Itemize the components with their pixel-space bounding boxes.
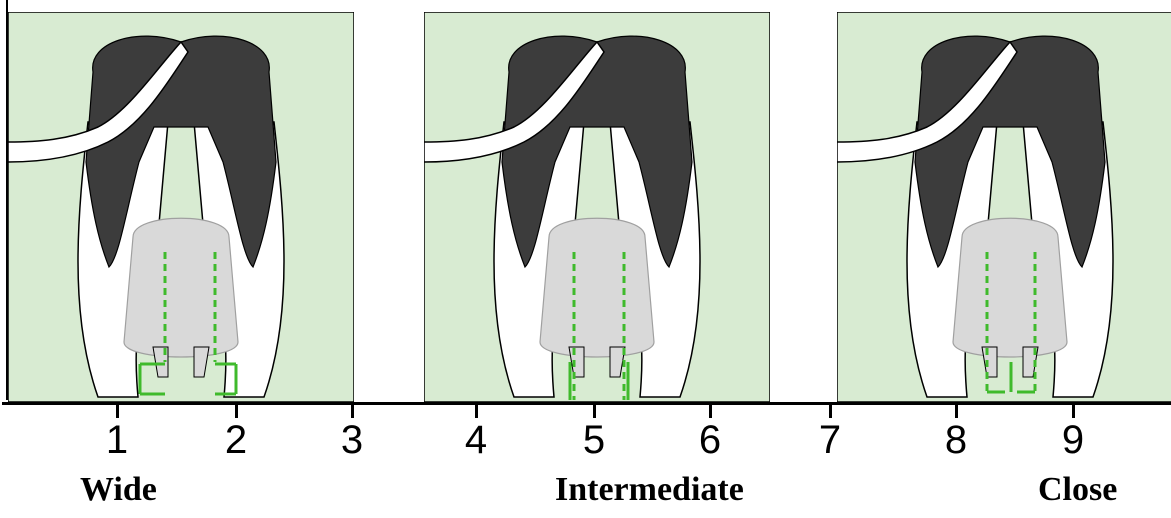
scale-tick-mark-4 bbox=[475, 404, 478, 418]
scale-tick-mark-8 bbox=[955, 404, 958, 418]
scale-tick-mark-5 bbox=[593, 404, 596, 418]
udder bbox=[124, 218, 238, 357]
udder bbox=[540, 218, 654, 357]
scale-tick-label-1: 1 bbox=[106, 420, 128, 460]
scale-tick-mark-6 bbox=[709, 404, 712, 418]
scale-tick-label-6: 6 bbox=[699, 420, 721, 460]
scale-tick-mark-9 bbox=[1072, 404, 1075, 418]
scale-tick-mark-1 bbox=[116, 404, 119, 418]
scale-tick-label-2: 2 bbox=[225, 420, 247, 460]
scale-tick-label-7: 7 bbox=[819, 420, 841, 460]
scale-tick-label-3: 3 bbox=[341, 420, 363, 460]
scale-tick-label-5: 5 bbox=[583, 420, 605, 460]
scale-tick-label-4: 4 bbox=[465, 420, 487, 460]
scale-tick-label-9: 9 bbox=[1062, 420, 1084, 460]
category-label-close: Close bbox=[1038, 473, 1117, 507]
scale-tick-mark-3 bbox=[351, 404, 354, 418]
scale-axis-line bbox=[2, 402, 1171, 405]
category-label-wide: Wide bbox=[80, 473, 157, 507]
scale-tick-mark-7 bbox=[829, 404, 832, 418]
udder bbox=[953, 218, 1067, 357]
scale-tick-label-8: 8 bbox=[945, 420, 967, 460]
panel-wide-teat-placement bbox=[8, 12, 354, 402]
panel-intermediate-teat-placement bbox=[424, 12, 770, 402]
category-label-intermediate: Intermediate bbox=[555, 473, 744, 507]
scale-tick-mark-2 bbox=[235, 404, 238, 418]
panel-close-teat-placement bbox=[837, 12, 1171, 402]
